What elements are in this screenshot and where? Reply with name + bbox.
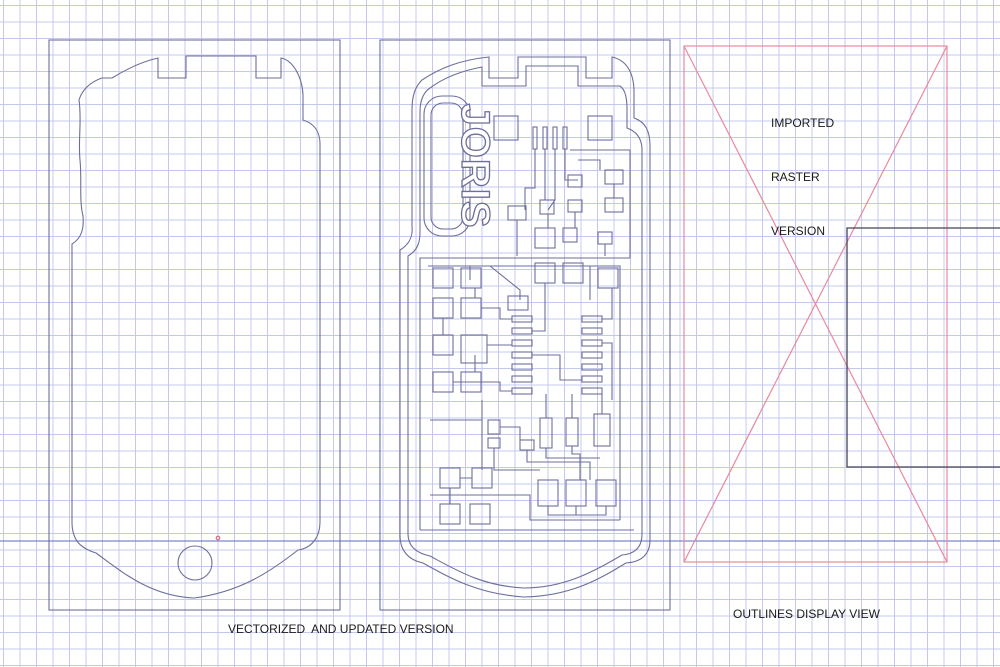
pad	[493, 115, 519, 141]
header-pins	[532, 126, 568, 150]
pad	[432, 334, 454, 356]
pad	[597, 267, 619, 289]
pad	[604, 169, 624, 185]
pad	[593, 413, 611, 447]
pad	[469, 503, 491, 525]
vectorized-label: VECTORIZED AND UPDATED VERSION	[228, 622, 454, 636]
left-home-button-hole	[177, 545, 213, 581]
pad	[487, 419, 501, 435]
logo-outline-inner	[430, 102, 464, 230]
logo-outline	[423, 95, 471, 237]
middle-board-outline	[399, 56, 651, 598]
pad	[460, 297, 482, 319]
outlines-display-label: OUTLINES DISPLAY VIEW	[733, 607, 880, 621]
raster-placeholder[interactable]	[683, 45, 948, 563]
pad	[537, 479, 559, 507]
pad	[539, 199, 555, 215]
raster-label-line: RASTER	[771, 170, 820, 184]
raster-label-line: IMPORTED	[771, 116, 835, 130]
pad	[587, 115, 613, 141]
pad	[507, 295, 529, 311]
pad	[519, 439, 535, 451]
pad	[567, 174, 583, 188]
pad	[507, 205, 527, 221]
raster-box	[683, 45, 948, 563]
middle-board-outline-inner	[407, 65, 643, 589]
raster-label-line: VERSION	[771, 224, 826, 238]
pad	[439, 503, 461, 525]
pad	[432, 267, 454, 289]
logo-text: JORIS	[453, 103, 497, 228]
imported-raster-label: IMPORTED RASTER VERSION	[771, 78, 881, 258]
overlapping-rect	[846, 227, 1000, 468]
vectorized-view[interactable]	[379, 39, 671, 611]
pad	[432, 371, 454, 393]
pad	[460, 267, 482, 289]
pad	[597, 231, 613, 245]
pad	[432, 297, 454, 319]
middle-stock-rect	[379, 39, 671, 611]
trace	[419, 149, 631, 530]
trace	[420, 477, 634, 531]
left-small-dot	[215, 535, 221, 541]
pad	[565, 479, 587, 507]
pad	[534, 227, 556, 249]
pad	[565, 417, 579, 447]
pad	[562, 227, 578, 243]
pad	[460, 334, 488, 364]
left-board-outline	[71, 55, 321, 599]
raster-cross-line	[683, 45, 948, 563]
pad	[595, 479, 617, 507]
left-stock-rect	[48, 39, 341, 611]
pad	[562, 262, 584, 284]
pad	[604, 197, 624, 213]
pad	[567, 199, 583, 213]
left-outline-view[interactable]	[48, 39, 341, 611]
pad	[487, 437, 501, 449]
trace	[524, 149, 578, 211]
pad	[539, 417, 553, 449]
trace	[442, 283, 613, 400]
trace	[430, 394, 603, 480]
pad	[439, 467, 461, 489]
pad	[471, 467, 493, 489]
trace	[428, 265, 621, 520]
